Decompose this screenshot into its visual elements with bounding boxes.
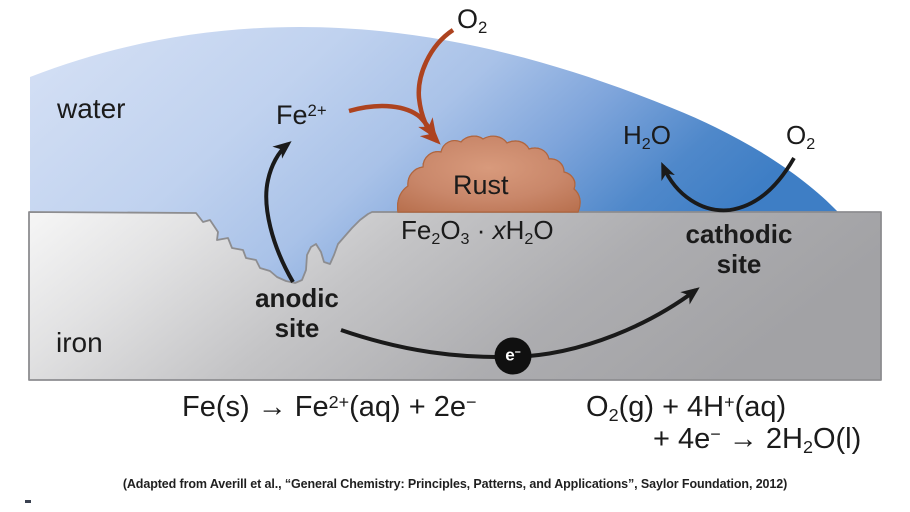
iron-block-shape	[28, 211, 882, 381]
anodic-site-label: anodic site	[255, 283, 339, 343]
arrow-fe2-to-rust	[348, 103, 437, 140]
anodic-site-line1: anodic	[255, 283, 339, 313]
cathodic-site-label: cathodic site	[686, 219, 793, 279]
o2-right-label: O2	[786, 120, 816, 153]
cathodic-site-line2: site	[716, 249, 762, 280]
h2o-label: H2O	[623, 120, 671, 153]
electron-label: e−	[505, 345, 521, 365]
attribution-text: (Adapted from Averill et al., “General C…	[122, 477, 788, 491]
arrow-fe2-release	[264, 141, 295, 284]
cathodic-site-line1: cathodic	[685, 219, 793, 249]
rust-formula-label: Fe2O3 · xH2O	[401, 215, 554, 248]
cathodic-half-reaction-line2: + 4e− → 2H2O(l)	[653, 423, 862, 458]
iron-label: iron	[56, 327, 103, 358]
electron-badge	[494, 337, 532, 375]
corner-artifact	[25, 500, 31, 503]
fe2-ion-label: Fe2+	[276, 100, 327, 130]
rust-label: Rust	[453, 170, 509, 200]
anodic-half-reaction: Fe(s) → Fe2+(aq) + 2e−	[182, 391, 477, 423]
water-label: water	[57, 93, 126, 124]
arrow-o2-to-h2o	[661, 157, 796, 213]
o2-top-label: O2	[457, 4, 488, 38]
cathodic-half-reaction-line1: O2(g) + 4H+(aq)	[586, 391, 787, 426]
anodic-site-line2: site	[274, 313, 320, 344]
